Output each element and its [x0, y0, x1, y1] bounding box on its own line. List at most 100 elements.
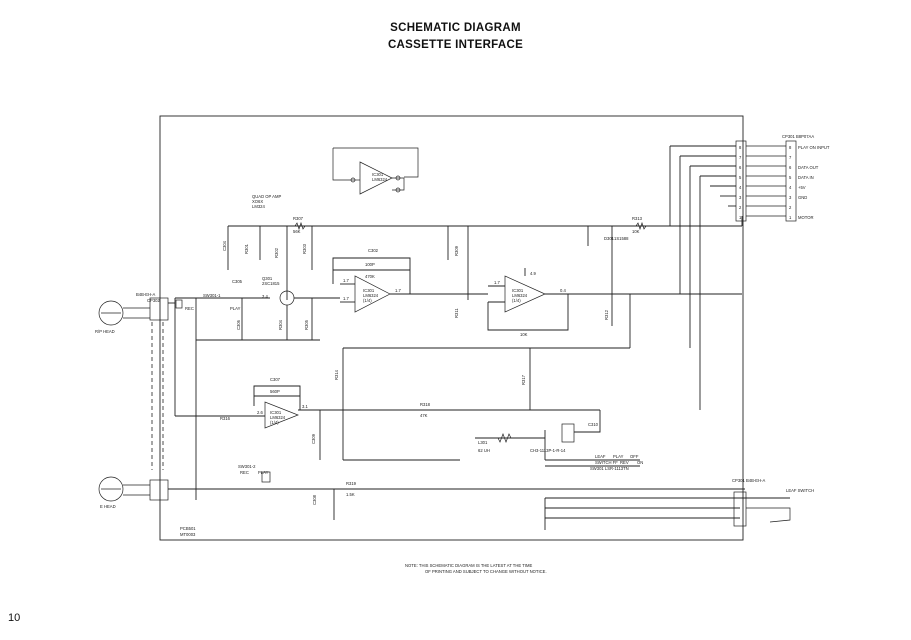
- lower-stage: IC301 LM6324 (1/4) 2.6 3.1 C307 560P R31…: [175, 294, 631, 461]
- rp-head: R/P HEAD B4B-EH-A CP302: [95, 292, 175, 470]
- note-line-2: OF PRINTING AND SUBJECT TO CHANGE WITHOU…: [425, 569, 547, 574]
- r309-ref: R309: [454, 245, 459, 256]
- voltage-7: 2.6: [257, 410, 263, 415]
- pin-number-right: 1: [789, 215, 792, 220]
- e-head-label: E HEAD: [100, 504, 116, 509]
- c308-ref: C308: [312, 494, 317, 505]
- ic-label: IC301: [372, 172, 384, 177]
- r312-ref: R312: [604, 309, 609, 320]
- pin-number-left: 6: [739, 165, 742, 170]
- opamp-ic301-right: IC301 LM6324 (1/4) 1.7 4.9 0.4 10K R309 …: [454, 245, 742, 337]
- rp-head-label: R/P HEAD: [95, 329, 115, 334]
- r307-ref: R307: [293, 216, 304, 221]
- switch-text-2: REV: [620, 460, 629, 465]
- main-bus: [228, 221, 742, 300]
- r318-ref: R318: [420, 402, 431, 407]
- r310-val: 10K: [520, 332, 528, 337]
- pin-number-right: 6: [789, 165, 792, 170]
- cp301-label: CP301 B8P07AA: [782, 134, 814, 139]
- q301-ref: Q301: [262, 276, 273, 281]
- ic-mid-ref: IC301: [363, 288, 375, 293]
- pin-label: DATA IN: [798, 175, 814, 180]
- d301-ref: D301: [604, 236, 615, 241]
- r311-ref: R311: [454, 308, 459, 318]
- c307-val: 560P: [270, 389, 280, 394]
- pin-label: MOTOR: [798, 215, 814, 220]
- pin-number-right: 2: [789, 205, 792, 210]
- switch-sw301-2: SW301-2 REC PLAY: [238, 464, 271, 483]
- voltage-q301: 3.4: [262, 294, 268, 299]
- input-stage: [174, 226, 340, 500]
- pin-label: PLAY ON INPUT: [798, 145, 830, 150]
- c310-ref: C310: [588, 422, 599, 427]
- r314-ref: R314: [334, 369, 339, 380]
- pin-number-right: 4: [789, 185, 792, 190]
- ic-mid-frac: (1/4): [363, 298, 372, 303]
- pin-number-left: 7: [739, 155, 742, 160]
- jack-part: CH3-1113P-1-R-14: [530, 448, 566, 453]
- r307-val: 56K: [293, 229, 301, 234]
- sw2-play: PLAY: [258, 470, 269, 475]
- pcb-ref: PCB501: [180, 526, 196, 531]
- ic-part: LM6324: [372, 177, 388, 182]
- sw2-ref: SW301-2: [238, 464, 256, 469]
- c302-ref: C302: [368, 248, 379, 253]
- voltage-9: 3.1: [302, 404, 308, 409]
- ic-low-frac: (1/4): [270, 420, 279, 425]
- page-title: SCHEMATIC DIAGRAM: [390, 22, 521, 34]
- leaf-text-1: LEAF: [595, 454, 606, 459]
- sw-part: SW301 LSR-1113TN: [590, 466, 629, 471]
- pin-number-right: 8: [789, 145, 792, 150]
- e-head: E HEAD R319 1.5K C308: [98, 476, 745, 520]
- c301-val: 100P: [365, 262, 375, 267]
- r303-ref: R303: [302, 243, 307, 254]
- r316-ref: R316: [220, 416, 231, 421]
- voltage-4: 4.9: [530, 271, 536, 276]
- switch-text-3: ON: [637, 460, 643, 465]
- ic-right-part: LM6324: [512, 293, 528, 298]
- ic-low-part: LM6324: [270, 415, 286, 420]
- opamp-ic301-top: IC301 LM6324: [332, 147, 419, 195]
- sw1-play: PLAY: [230, 306, 241, 311]
- r317-ref: R317: [521, 374, 526, 385]
- note-line-1: NOTE: THIS SCHEMATIC DIAGRAM IS THE LATE…: [405, 563, 532, 568]
- r313-ref: R313: [632, 216, 643, 221]
- c307-ref: C307: [270, 377, 281, 382]
- cp301-right-ref: CP301 B4B-EH-A: [732, 478, 765, 483]
- sw1-ref: SW301-1: [203, 293, 221, 298]
- leaf-text-2: PLAY: [613, 454, 624, 459]
- ic-right-frac: (1/4): [512, 298, 521, 303]
- cp302-ref: CP302: [147, 298, 160, 303]
- pin-number-left: 8: [739, 145, 742, 150]
- c309-ref: C309: [311, 433, 316, 444]
- page-number: 10: [8, 612, 21, 624]
- voltage-3: 1.7: [395, 288, 401, 293]
- r304-ref: R304: [278, 319, 283, 330]
- page-subtitle: CASSETTE INTERFACE: [387, 39, 524, 51]
- r302-ref: R302: [274, 247, 279, 258]
- r319-val: 1.5K: [346, 492, 355, 497]
- pin-number-right: 5: [789, 175, 792, 180]
- pin-number-right: 7: [789, 155, 792, 160]
- pin-label: GND: [798, 195, 807, 200]
- pin-number-left: 2: [739, 205, 742, 210]
- quad-opamp-part: LM324: [252, 204, 265, 209]
- quad-opamp-code: XO6X: [252, 199, 263, 204]
- pin-number-left: 3: [739, 195, 742, 200]
- c304-ref: C304: [222, 240, 227, 251]
- r318-val: 47K: [420, 413, 428, 418]
- quad-opamp-label: QUAD OP AMP: [252, 194, 281, 199]
- cp302-type: B4B-EH-A: [136, 292, 156, 297]
- leaf-text-3: OFF: [630, 454, 639, 459]
- voltage-1: 1.7: [343, 278, 349, 283]
- pin-number-left: 5: [739, 175, 742, 180]
- q301-part: 2SC1815: [262, 281, 280, 286]
- d301-val: 1S1588: [614, 236, 629, 241]
- voltage-6: 1.7: [494, 280, 500, 285]
- r305-ref: R305: [304, 319, 309, 330]
- r319-ref: R319: [346, 481, 357, 486]
- l301-ref: L301: [478, 440, 488, 445]
- pcb-outline: [159, 115, 744, 541]
